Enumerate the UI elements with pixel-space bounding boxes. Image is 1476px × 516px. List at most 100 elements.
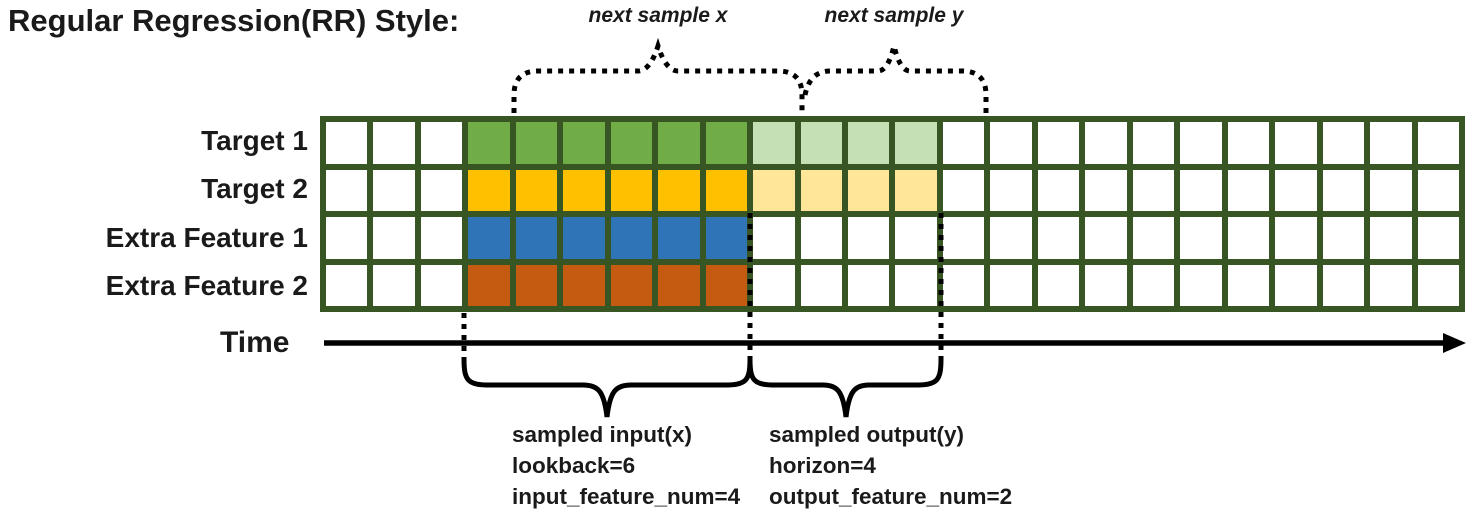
grid-cell — [610, 264, 653, 306]
horizon-value: horizon=4 — [769, 453, 876, 478]
grid-cell — [468, 217, 510, 259]
grid-cell — [895, 264, 937, 306]
grid-cell — [373, 217, 415, 259]
grid-cell — [800, 169, 843, 211]
grid-cell — [610, 169, 653, 211]
grid-cell — [1037, 217, 1080, 259]
row-label-extra-feature-2: Extra Feature 2 — [105, 270, 308, 301]
grid-cell — [848, 217, 890, 259]
grid-cell — [848, 169, 890, 211]
grid-cell — [1132, 122, 1175, 164]
grid-cell — [1085, 264, 1127, 306]
next-sample-x-brace — [511, 37, 805, 113]
grid-cell — [1227, 264, 1270, 306]
grid-cell — [1180, 217, 1222, 259]
grid-cell — [515, 264, 558, 306]
grid-cell — [1037, 169, 1080, 211]
grid-cell — [658, 264, 700, 306]
grid-cell — [515, 217, 558, 259]
grid-cell — [942, 169, 985, 211]
grid-cell — [753, 122, 795, 164]
grid-cell — [420, 217, 463, 259]
grid-cell — [1037, 122, 1080, 164]
sampled-input-title: sampled input(x) — [512, 422, 693, 447]
input-feature-num-value: input_feature_num=4 — [512, 484, 741, 509]
grid-cell — [942, 217, 985, 259]
next-sample-y-label: next sample y — [824, 4, 964, 27]
grid-cell — [942, 264, 985, 306]
row-label-extra-feature-1: Extra Feature 1 — [105, 222, 308, 253]
time-label: Time — [220, 326, 290, 359]
grid-cell — [373, 122, 415, 164]
row-label-target-1: Target 1 — [201, 125, 308, 156]
grid-cell — [753, 169, 795, 211]
grid-cell — [705, 217, 748, 259]
sampled-output-brace — [747, 358, 944, 418]
grid-cell — [1275, 264, 1317, 306]
grid-cell — [1132, 264, 1175, 306]
grid-cell — [800, 217, 843, 259]
grid-cell — [515, 169, 558, 211]
grid-cell — [705, 122, 748, 164]
sample-grid — [320, 116, 1465, 312]
grid-cell — [1227, 122, 1270, 164]
grid-cell — [1370, 169, 1412, 211]
grid-cell — [658, 122, 700, 164]
grid-cell — [468, 122, 510, 164]
grid-cell — [420, 169, 463, 211]
grid-cell — [753, 264, 795, 306]
grid-cell — [990, 122, 1032, 164]
grid-cell — [848, 264, 890, 306]
grid-cell — [1275, 122, 1317, 164]
sampled-input-brace — [461, 358, 753, 418]
grid-cell — [1370, 122, 1412, 164]
grid-cell — [1085, 169, 1127, 211]
grid-cell — [990, 217, 1032, 259]
grid-cell — [800, 264, 843, 306]
grid-cell — [990, 169, 1032, 211]
grid-cell — [420, 122, 463, 164]
grid-cell — [468, 264, 510, 306]
grid-cell — [326, 122, 368, 164]
grid-cell — [705, 169, 748, 211]
grid-cell — [1322, 169, 1365, 211]
grid-cell — [563, 264, 605, 306]
next-sample-x-label: next sample x — [588, 4, 728, 27]
grid-cell — [1275, 169, 1317, 211]
grid-cell — [1322, 264, 1365, 306]
grid-cell — [1227, 217, 1270, 259]
grid-cell — [753, 217, 795, 259]
grid-cell — [373, 264, 415, 306]
grid-cell — [1037, 264, 1080, 306]
grid-cell — [563, 217, 605, 259]
grid-cell — [942, 122, 985, 164]
grid-cell — [1132, 217, 1175, 259]
grid-cell — [326, 264, 368, 306]
sampled-output-title: sampled output(y) — [769, 422, 964, 447]
grid-cell — [1180, 169, 1222, 211]
grid-cell — [563, 169, 605, 211]
grid-cell — [373, 169, 415, 211]
grid-cell — [610, 217, 653, 259]
grid-cell — [1227, 169, 1270, 211]
grid-cell — [990, 264, 1032, 306]
grid-cell — [326, 217, 368, 259]
next-sample-y-brace — [802, 45, 989, 113]
grid-cell — [610, 122, 653, 164]
grid-cell — [800, 122, 843, 164]
grid-cell — [895, 122, 937, 164]
grid-cell — [563, 122, 605, 164]
grid-cell — [895, 169, 937, 211]
grid-cell — [1417, 122, 1459, 164]
grid-cell — [515, 122, 558, 164]
grid-cell — [1132, 169, 1175, 211]
grid-cell — [1322, 217, 1365, 259]
grid-cell — [1417, 217, 1459, 259]
grid-cell — [1370, 264, 1412, 306]
time-axis-arrowhead — [1443, 333, 1466, 353]
grid-cell — [1417, 264, 1459, 306]
grid-cell — [1180, 122, 1222, 164]
sampled-input-note: sampled input(x) lookback=6 input_featur… — [512, 419, 740, 512]
grid-cell — [1322, 122, 1365, 164]
